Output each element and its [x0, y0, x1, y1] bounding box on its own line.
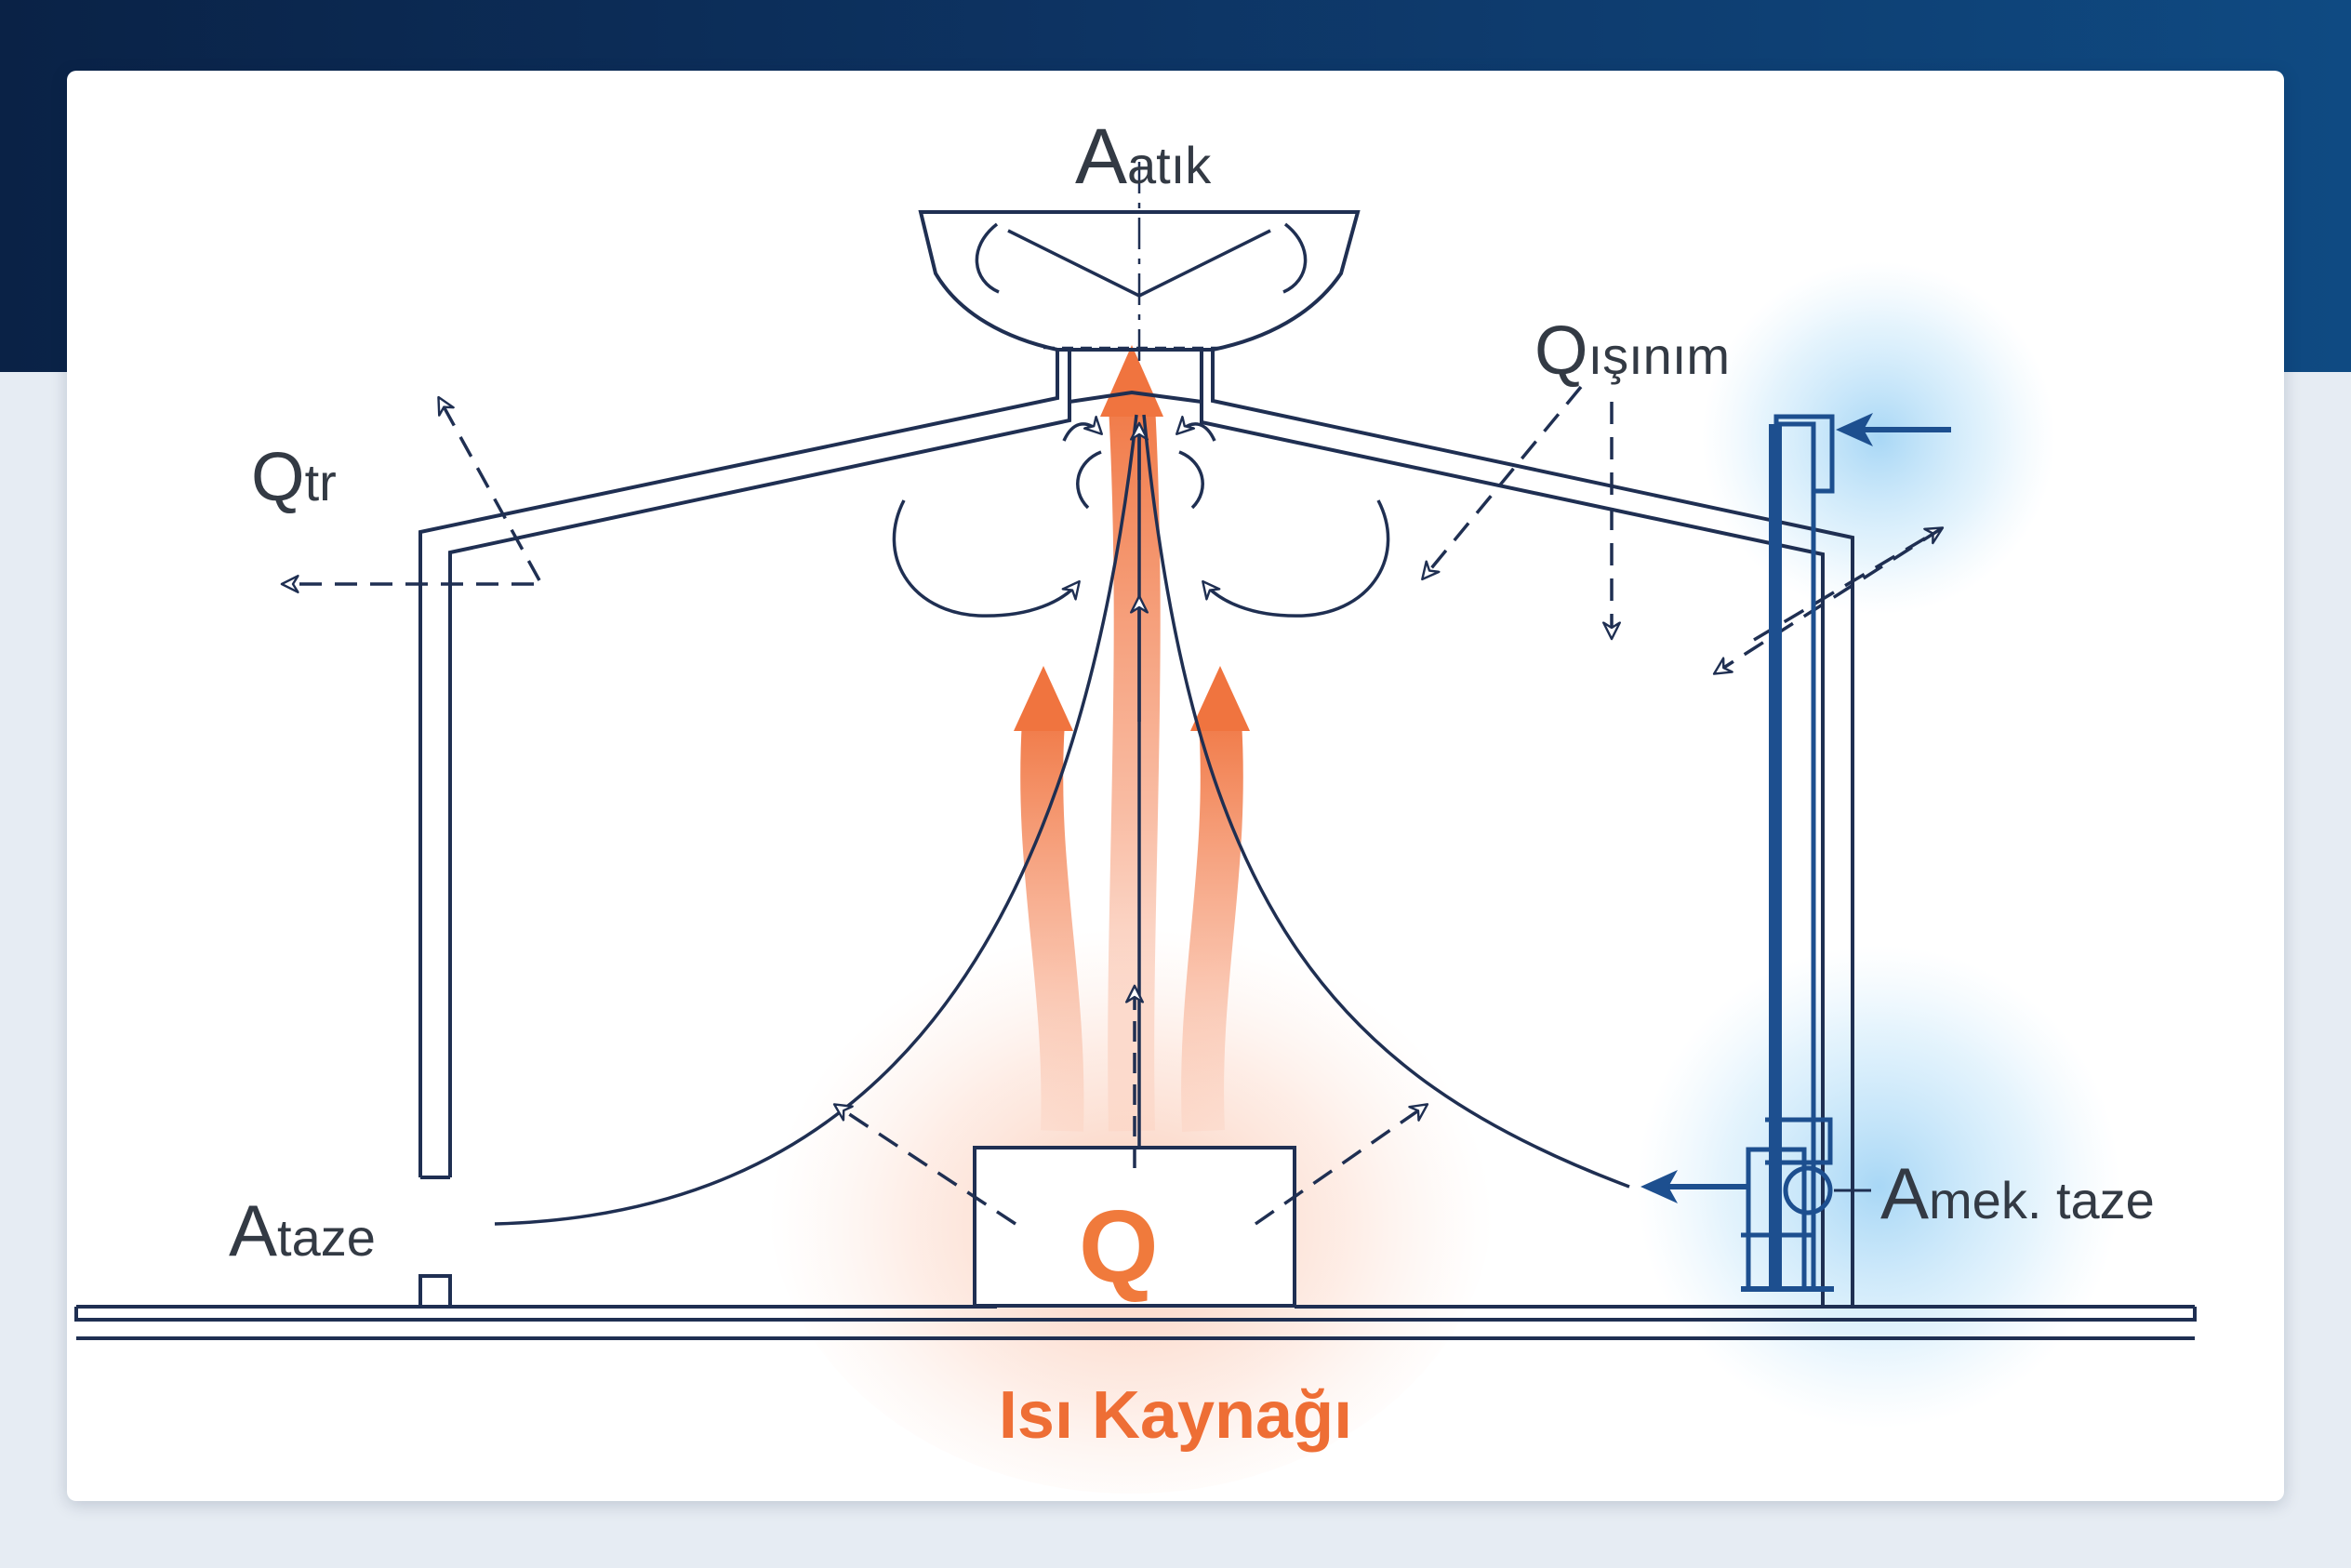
heat-source-box — [973, 1146, 1296, 1308]
heat-plume — [1014, 345, 1250, 1132]
diagram-card: Aatık Qışınım Qtr Ataze Amek. taze Q Isı… — [67, 71, 2284, 1501]
a-atik-main: A — [1075, 113, 1128, 200]
a-mek-taze-main: A — [1880, 1152, 1930, 1234]
q-isinim-main: Q — [1534, 312, 1588, 389]
swirl-arrows — [892, 424, 1390, 618]
diagram-title: Isı Kaynağı — [998, 1378, 1353, 1453]
source-radiation-arrows — [835, 1105, 1427, 1226]
heat-source-q-label: Q — [1079, 1189, 1159, 1304]
building-structure — [74, 350, 2197, 1340]
radiation-arrows — [1423, 385, 1942, 673]
center-flow-arrows — [1135, 424, 1139, 1168]
a-taze-sub: taze — [277, 1208, 376, 1267]
q-tr-main: Q — [251, 438, 305, 515]
q-isinim-sub: ışınım — [1587, 326, 1731, 385]
a-taze-main: A — [229, 1189, 278, 1271]
q-tr-label: Qtr — [251, 443, 337, 512]
a-atik-label: Aatık — [1075, 117, 1211, 195]
mechanical-fresh-air-duct — [1640, 413, 1951, 1292]
a-mek-taze-sub: mek. taze — [1929, 1171, 2155, 1229]
ventilation-diagram — [74, 162, 2197, 1494]
q-isinim-label: Qışınım — [1534, 316, 1730, 385]
plume-envelope — [494, 414, 1630, 1226]
a-atik-sub: atık — [1127, 136, 1212, 194]
q-tr-sub: tr — [304, 453, 337, 512]
blue-glow-top — [1702, 261, 2055, 615]
a-taze-label: Ataze — [229, 1194, 376, 1267]
qtr-arrows — [283, 398, 541, 584]
a-mek-taze-label: Amek. taze — [1880, 1157, 2155, 1229]
exhaust-hood — [918, 162, 1361, 368]
